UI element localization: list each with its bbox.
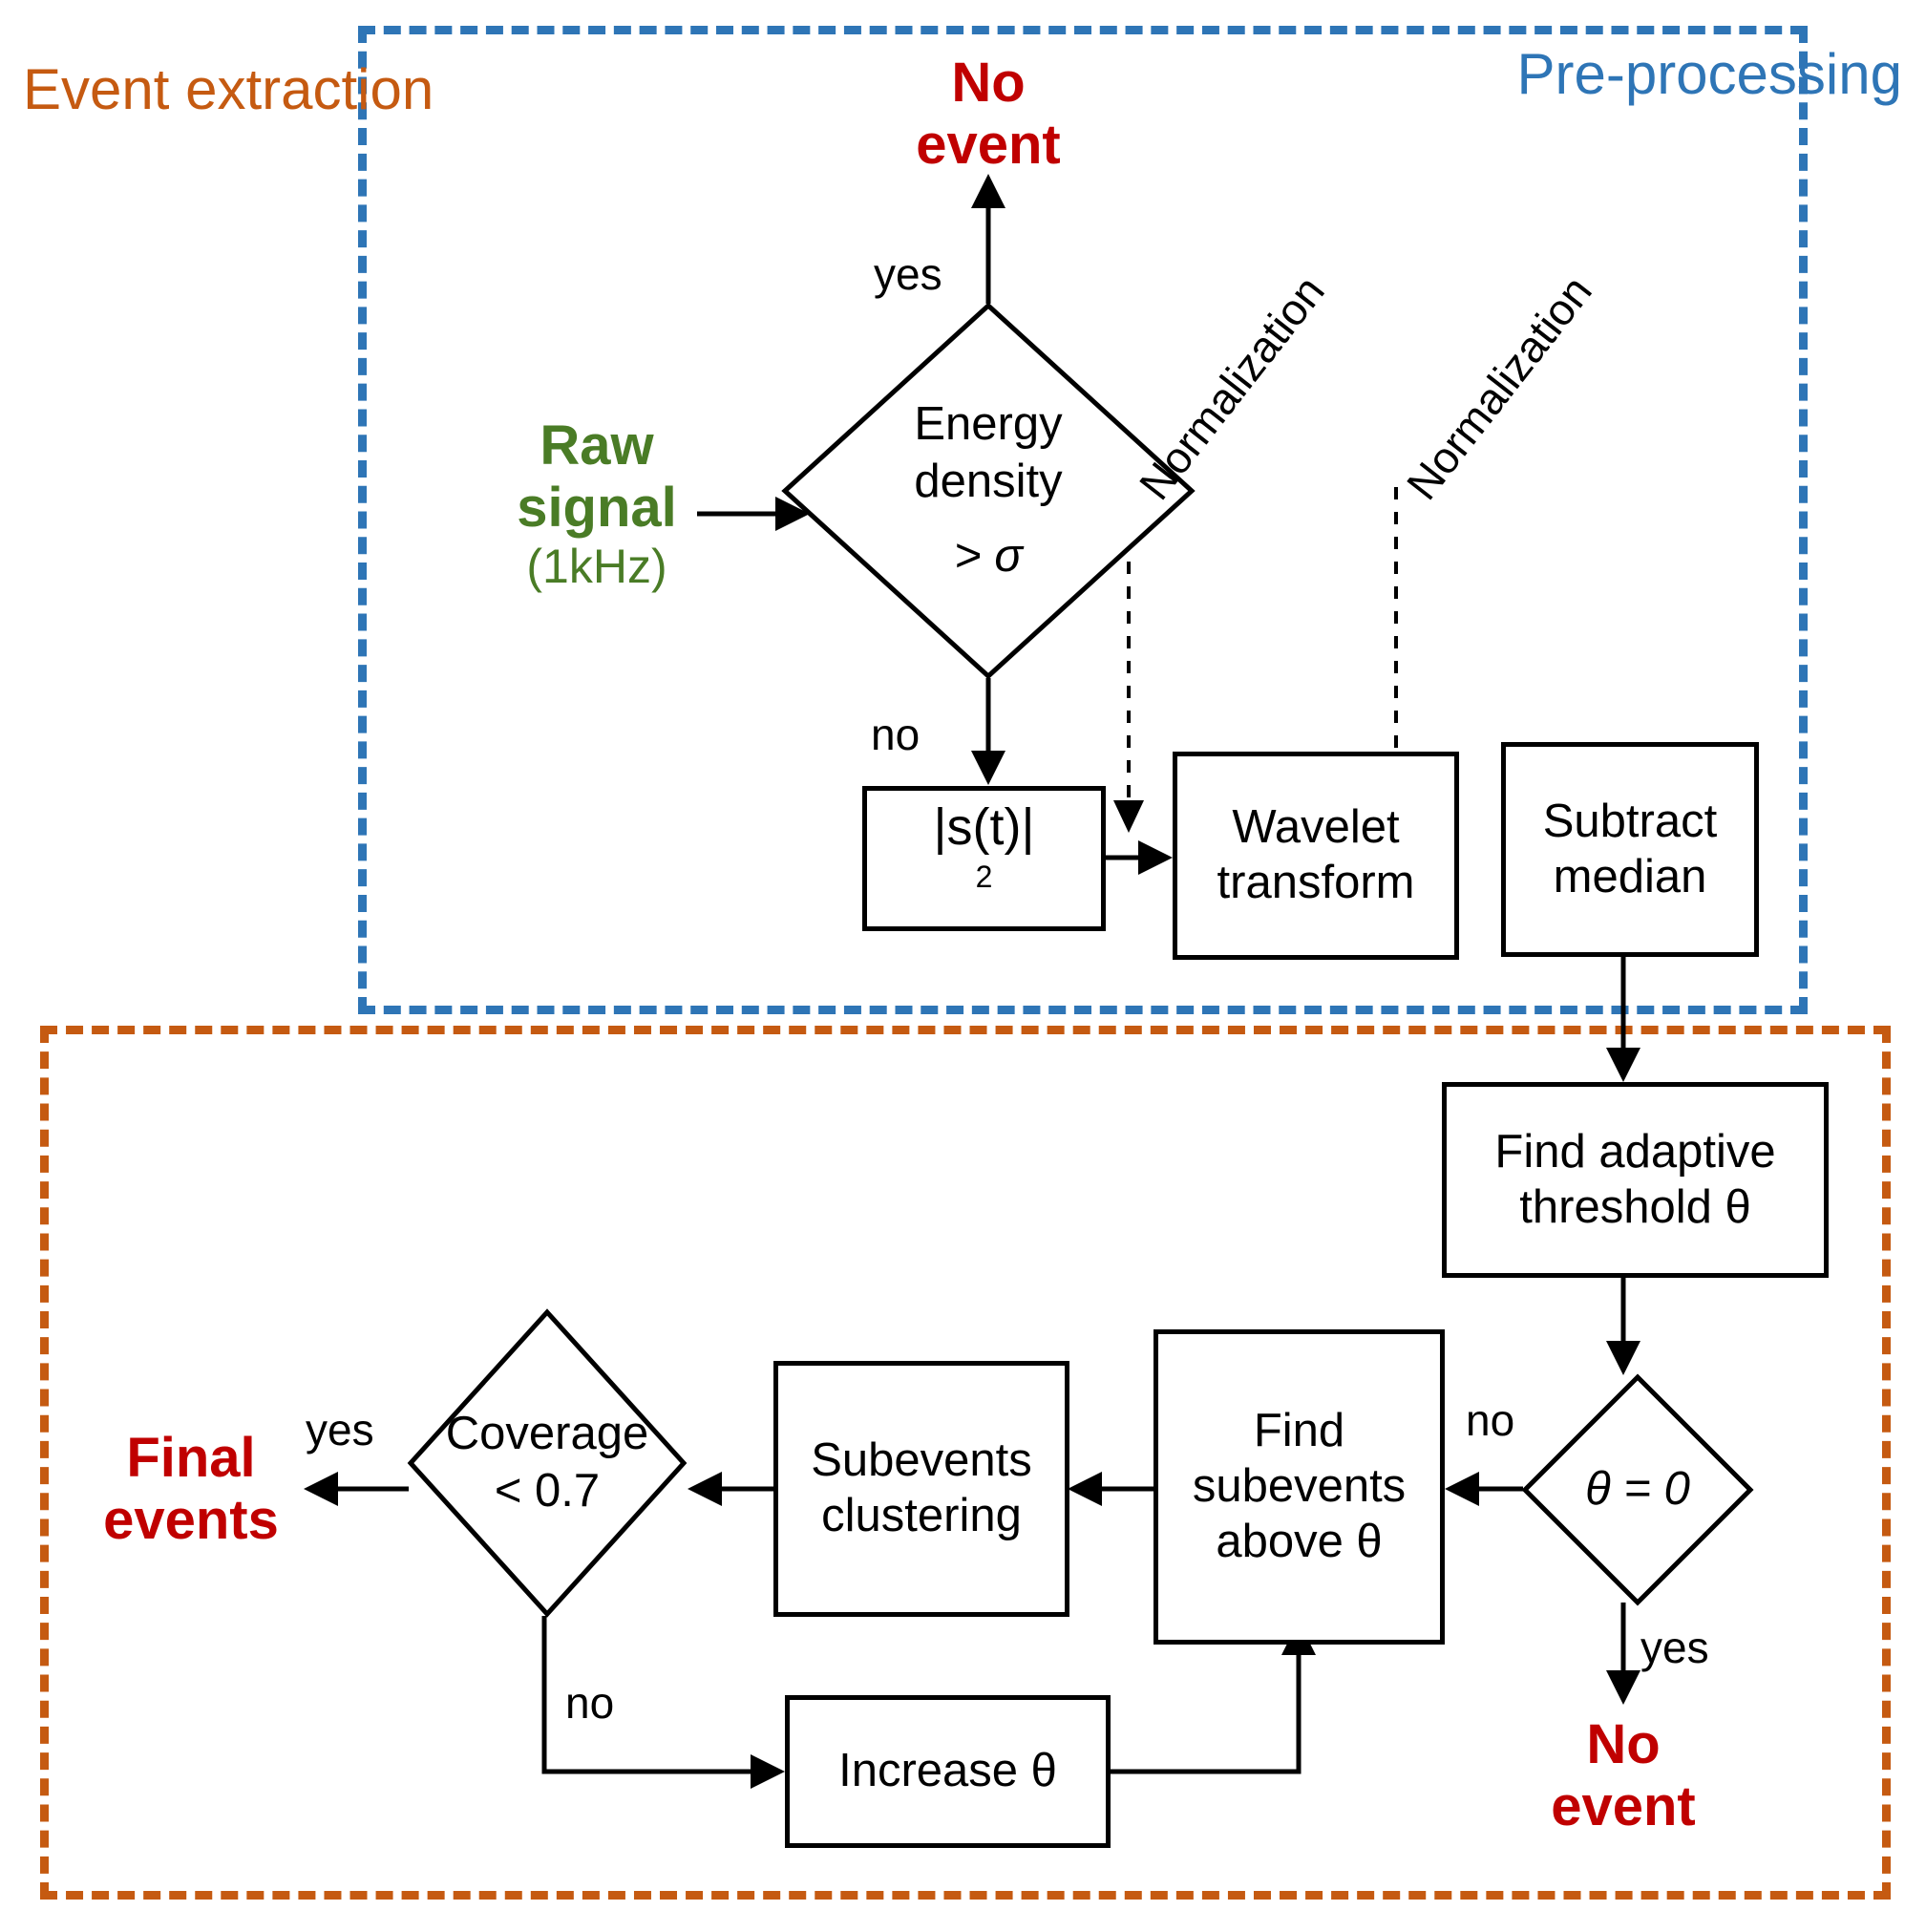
process-clustering-line2: clustering: [821, 1490, 1022, 1541]
process-wavelet-transform[interactable]: Wavelet transform: [1173, 752, 1459, 960]
group-box-preprocessing: [358, 26, 1808, 1014]
raw-signal-line1: Raw: [540, 414, 654, 477]
process-subevents-line3: above θ: [1216, 1515, 1383, 1567]
no-event-bottom-line1: No: [1586, 1713, 1661, 1775]
group-label-event-extraction: Event extraction: [23, 57, 434, 121]
terminator-final-events: Final events: [72, 1427, 310, 1552]
edge-label-coverage-no: no: [565, 1678, 615, 1728]
decision-coverage-line2: < 0.7: [494, 1465, 601, 1517]
process-find-adaptive-threshold[interactable]: Find adaptive threshold θ: [1442, 1082, 1829, 1278]
process-wavelet-line1: Wavelet: [1232, 801, 1400, 854]
decision-energy-line1: Energy: [914, 398, 1063, 451]
process-magnitude-superscript: 2: [975, 860, 993, 894]
process-threshold-line2: threshold θ: [1519, 1180, 1751, 1233]
decision-energy-density[interactable]: Energy density > σ: [781, 302, 1196, 680]
terminator-no-event-bottom: No event: [1485, 1713, 1762, 1838]
process-subevents-line1: Find: [1253, 1405, 1345, 1457]
edge-label-energy-yes: yes: [874, 249, 942, 299]
decision-coverage-line1: Coverage: [445, 1408, 649, 1460]
decision-theta-line1: θ = 0: [1585, 1463, 1690, 1516]
decision-energy-line2: density: [914, 456, 1063, 508]
decision-coverage[interactable]: Coverage < 0.7: [407, 1308, 688, 1618]
process-increase-theta[interactable]: Increase θ: [785, 1695, 1111, 1848]
no-event-bottom-line2: event: [1551, 1774, 1696, 1837]
group-label-preprocessing: Pre-processing: [1516, 42, 1902, 106]
decision-theta-equals-zero[interactable]: θ = 0: [1521, 1373, 1754, 1606]
process-median-line1: Subtract: [1542, 795, 1718, 847]
raw-signal-line2: signal: [517, 476, 677, 539]
process-subevents-line2: subevents: [1192, 1460, 1407, 1513]
process-find-subevents[interactable]: Find subevents above θ: [1153, 1329, 1445, 1645]
terminator-raw-signal: Raw signal (1kHz): [497, 414, 697, 593]
no-event-top-line2: event: [916, 113, 1061, 176]
process-threshold-line1: Find adaptive: [1494, 1125, 1776, 1178]
edge-label-coverage-yes: yes: [306, 1405, 374, 1454]
process-median-line2: median: [1553, 850, 1707, 902]
process-magnitude-label: |s(t)|: [933, 798, 1035, 857]
decision-energy-line3: > σ: [954, 529, 1023, 582]
final-events-line1: Final: [126, 1427, 256, 1489]
terminator-no-event-top: No event: [850, 52, 1127, 177]
raw-signal-sublabel: (1kHz): [526, 539, 667, 593]
process-increase-line1: Increase θ: [838, 1745, 1057, 1797]
final-events-line2: events: [103, 1488, 279, 1551]
process-wavelet-line2: transform: [1217, 857, 1415, 908]
process-subtract-median[interactable]: Subtract median: [1501, 742, 1759, 957]
edge-label-energy-no: no: [871, 710, 921, 759]
edge-label-theta-yes: yes: [1640, 1623, 1709, 1672]
process-magnitude-squared[interactable]: |s(t)|2: [862, 786, 1106, 931]
edge-label-theta-no: no: [1466, 1395, 1515, 1445]
group-box-event-extraction: [40, 1026, 1891, 1900]
process-clustering-line1: Subevents: [811, 1434, 1032, 1487]
no-event-top-line1: No: [951, 52, 1026, 114]
process-subevents-clustering[interactable]: Subevents clustering: [773, 1361, 1069, 1617]
